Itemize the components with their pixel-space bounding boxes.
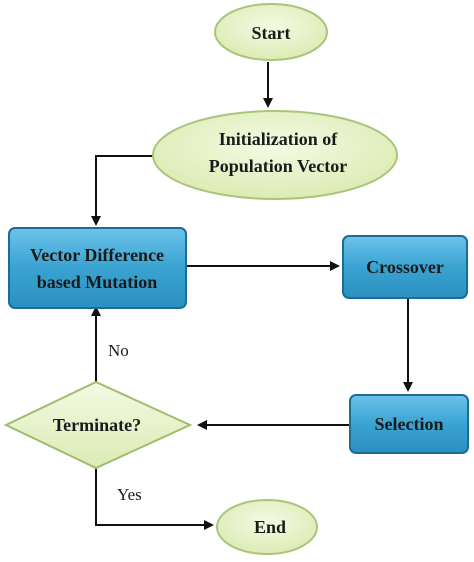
selection-node: Selection [349,394,469,454]
yes-edge-label: Yes [117,485,142,504]
init-label-line2: Population Vector [209,156,348,176]
no-edge-label: No [108,341,129,360]
mutation-label-line2: based Mutation [37,272,158,292]
mutation-node: Vector Difference based Mutation [8,227,187,309]
selection-label: Selection [375,414,444,434]
init-label-line1: Initialization of [219,129,339,149]
crossover-node: Crossover [342,235,468,299]
end-node: End [216,499,318,555]
start-label: Start [252,23,291,43]
mutation-label-line1: Vector Difference [30,245,164,265]
init-node: Initialization of Population Vector [152,110,398,200]
start-node: Start [214,3,328,61]
end-label: End [254,517,286,537]
arrow-terminate-to-end [95,468,214,530]
terminate-node: Terminate? [3,380,193,470]
connectors [91,62,413,530]
terminate-label: Terminate? [53,415,141,435]
crossover-label: Crossover [366,257,444,277]
arrow-init-to-mutation [91,155,155,226]
